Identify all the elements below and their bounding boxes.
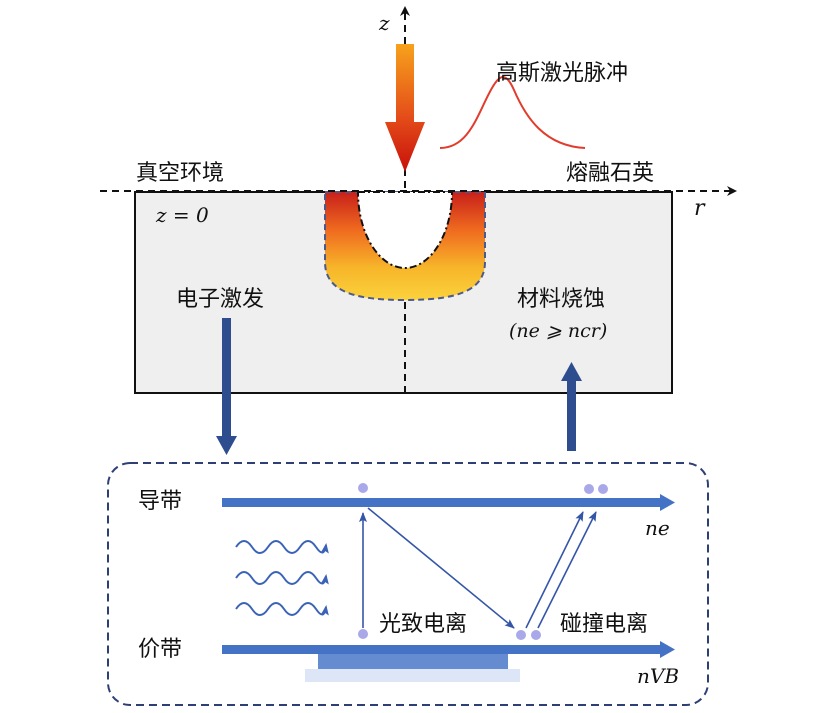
electron-dot bbox=[358, 483, 368, 493]
electron-dot bbox=[358, 629, 368, 639]
conduction-band-label: 导带 bbox=[138, 489, 182, 514]
valence-band-fill-fade bbox=[305, 669, 520, 682]
impact-ionization-arrow bbox=[525, 511, 584, 629]
impact-ionization-label: 碰撞电离 bbox=[560, 612, 648, 637]
z-axis-label: z bbox=[378, 11, 390, 35]
vacuum-label: 真空环境 bbox=[136, 161, 224, 186]
material-ablation-label: 材料烧蚀 bbox=[517, 287, 605, 312]
laser-pulse-label: 高斯激光脉冲 bbox=[496, 61, 628, 86]
ne-label: ne bbox=[645, 516, 670, 540]
conduction-band-arrow bbox=[222, 494, 675, 511]
laser-wave-icon bbox=[235, 540, 329, 554]
laser-beam-arrow bbox=[385, 44, 425, 172]
material-ablation-arrow bbox=[561, 362, 582, 451]
impact-ionization-arrow bbox=[537, 511, 597, 629]
laser-wave-icon bbox=[235, 571, 329, 585]
valence-band-fill bbox=[318, 654, 508, 669]
ablation-condition-label: (ne ⩾ ncr) bbox=[509, 320, 607, 342]
electron-dot bbox=[516, 630, 526, 640]
ablation-crater-cavity bbox=[356, 191, 454, 270]
gaussian-pulse-curve bbox=[439, 76, 586, 149]
nvb-label: nVB bbox=[637, 664, 679, 688]
valence-band-arrow bbox=[222, 641, 675, 658]
band-diagram-panel bbox=[107, 462, 709, 706]
valence-band-label: 价带 bbox=[138, 637, 182, 662]
electron-dot bbox=[598, 484, 608, 494]
electron-excitation-arrow bbox=[216, 318, 237, 455]
photo-ionization-label: 光致电离 bbox=[379, 612, 467, 637]
r-axis-label: r bbox=[694, 196, 706, 221]
electron-excitation-label: 电子激发 bbox=[176, 287, 264, 312]
electron-dot bbox=[531, 630, 541, 640]
z-equals-zero-label: z = 0 bbox=[155, 203, 209, 227]
laser-wave-icon bbox=[235, 602, 329, 616]
electron-relaxation-arrow bbox=[367, 507, 515, 629]
electron-dot bbox=[584, 484, 594, 494]
fused-silica-label: 熔融石英 bbox=[566, 161, 654, 186]
